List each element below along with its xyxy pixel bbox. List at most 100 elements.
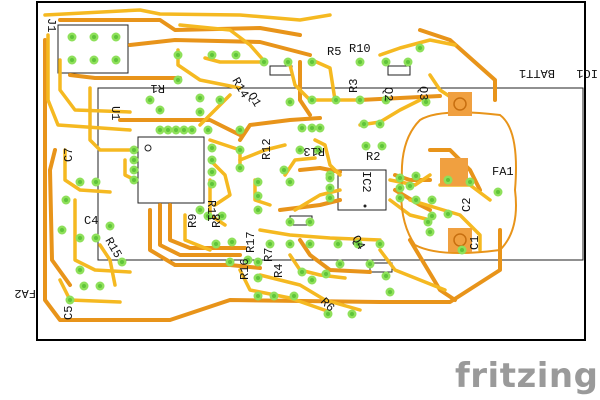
top-trace-20 [313, 138, 342, 177]
label-u1: U1 [108, 106, 122, 120]
pad-hole-65 [414, 174, 418, 178]
pad-hole-43 [256, 180, 260, 184]
pad-hole-7 [176, 78, 180, 82]
pad-hole-41 [238, 148, 242, 152]
label-c5: C5 [62, 306, 76, 320]
top-trace-18 [258, 228, 382, 242]
label-r11: R11 [204, 200, 218, 222]
pad-hole-63 [398, 196, 402, 200]
pad-hole-86 [338, 262, 342, 266]
pad-hole-90 [256, 276, 260, 280]
pad-hole-56 [364, 144, 368, 148]
fritzing-watermark: fritzing [455, 356, 598, 396]
top-trace-17 [253, 178, 272, 207]
top-trace-16 [238, 143, 287, 162]
pad-hole-37 [198, 208, 202, 212]
top-trace-13 [208, 158, 232, 207]
pad-hole-109 [82, 284, 86, 288]
pad-hole-87 [368, 262, 372, 266]
label-fa1: FA1 [492, 165, 514, 179]
pad-hole-35 [210, 182, 214, 186]
pad-hole-39 [220, 214, 224, 218]
label-ic1: IC1 [576, 66, 598, 80]
top-trace-21 [293, 188, 342, 212]
top-trace-1 [46, 33, 132, 132]
top-trace-26 [310, 58, 337, 102]
label-r10: R10 [349, 42, 371, 56]
pad-hole-28 [132, 148, 136, 152]
pad-hole-12 [288, 100, 292, 104]
pads [57, 32, 503, 319]
top-traces [43, 8, 492, 314]
pad-hole-54 [362, 122, 366, 126]
pad-hole-19 [384, 98, 388, 102]
pad-hole-81 [378, 242, 382, 246]
pad-hole-20 [406, 60, 410, 64]
pad-hole-79 [336, 242, 340, 246]
bottom-trace-18 [408, 238, 457, 302]
label-c1: C1 [468, 236, 482, 250]
pad-hole-61 [398, 176, 402, 180]
pad-hole-106 [78, 236, 82, 240]
top-trace-11 [198, 93, 232, 127]
top-trace-27 [378, 38, 457, 57]
battery-terminal-ring-0 [453, 97, 467, 111]
pad-hole-53 [318, 126, 322, 130]
pad-hole-51 [300, 126, 304, 130]
pad-hole-6 [176, 53, 180, 57]
pad-hole-4 [92, 58, 96, 62]
pad-hole-78 [308, 242, 312, 246]
pad-hole-27 [190, 128, 194, 132]
pad-hole-103 [94, 180, 98, 184]
pad-hole-82 [288, 220, 292, 224]
label-fa2: FA2 [14, 286, 36, 300]
copper-pads [440, 92, 472, 252]
pad-hole-9 [234, 53, 238, 57]
bottom-trace-0 [43, 38, 502, 322]
bottom-trace-14 [298, 238, 372, 274]
pad-hole-10 [262, 60, 266, 64]
top-trace-4 [63, 148, 112, 194]
pad-hole-55 [378, 122, 382, 126]
pad-hole-49 [316, 148, 320, 152]
r-outline-b [387, 65, 411, 76]
top-trace-3 [88, 86, 132, 152]
pad-hole-60 [328, 196, 332, 200]
bottom-trace-6 [148, 208, 262, 270]
pad-hole-17 [358, 98, 362, 102]
top-trace-2 [58, 58, 132, 114]
label-r2: R2 [366, 150, 380, 164]
top-trace-24 [358, 98, 422, 127]
label-batt1: BATT1 [519, 66, 555, 80]
pad-hole-52 [310, 126, 314, 130]
pad-hole-1 [92, 35, 96, 39]
pad-hole-80 [356, 242, 360, 246]
pad-hole-97 [246, 258, 250, 262]
label-r15: R15 [102, 235, 125, 261]
label-c7: C7 [62, 148, 76, 162]
pad-hole-58 [328, 176, 332, 180]
pad-hole-16 [358, 60, 362, 64]
pad-hole-72 [426, 220, 430, 224]
pad-hole-94 [310, 278, 314, 282]
label-c4: C4 [84, 214, 98, 228]
label-c2: C2 [460, 198, 474, 212]
label-r13: R13 [303, 144, 325, 158]
pad-hole-107 [94, 236, 98, 240]
pad-hole-42 [238, 166, 242, 170]
top-trace-23 [388, 198, 432, 222]
pad-hole-30 [132, 168, 136, 172]
pad-hole-112 [78, 268, 82, 272]
pad-hole-98 [256, 260, 260, 264]
pad-hole-3 [70, 58, 74, 62]
bottom-trace-4 [128, 38, 312, 57]
pad-hole-38 [206, 214, 210, 218]
label-q4: Q4 [349, 233, 368, 252]
pad-hole-91 [256, 294, 260, 298]
pad-hole-11 [286, 60, 290, 64]
pad-hole-113 [120, 260, 124, 264]
fritzing-logo-icon: fritzing [455, 356, 599, 396]
pad-hole-77 [288, 242, 292, 246]
pad-hole-8 [210, 53, 214, 57]
bottom-trace-2 [58, 18, 302, 37]
